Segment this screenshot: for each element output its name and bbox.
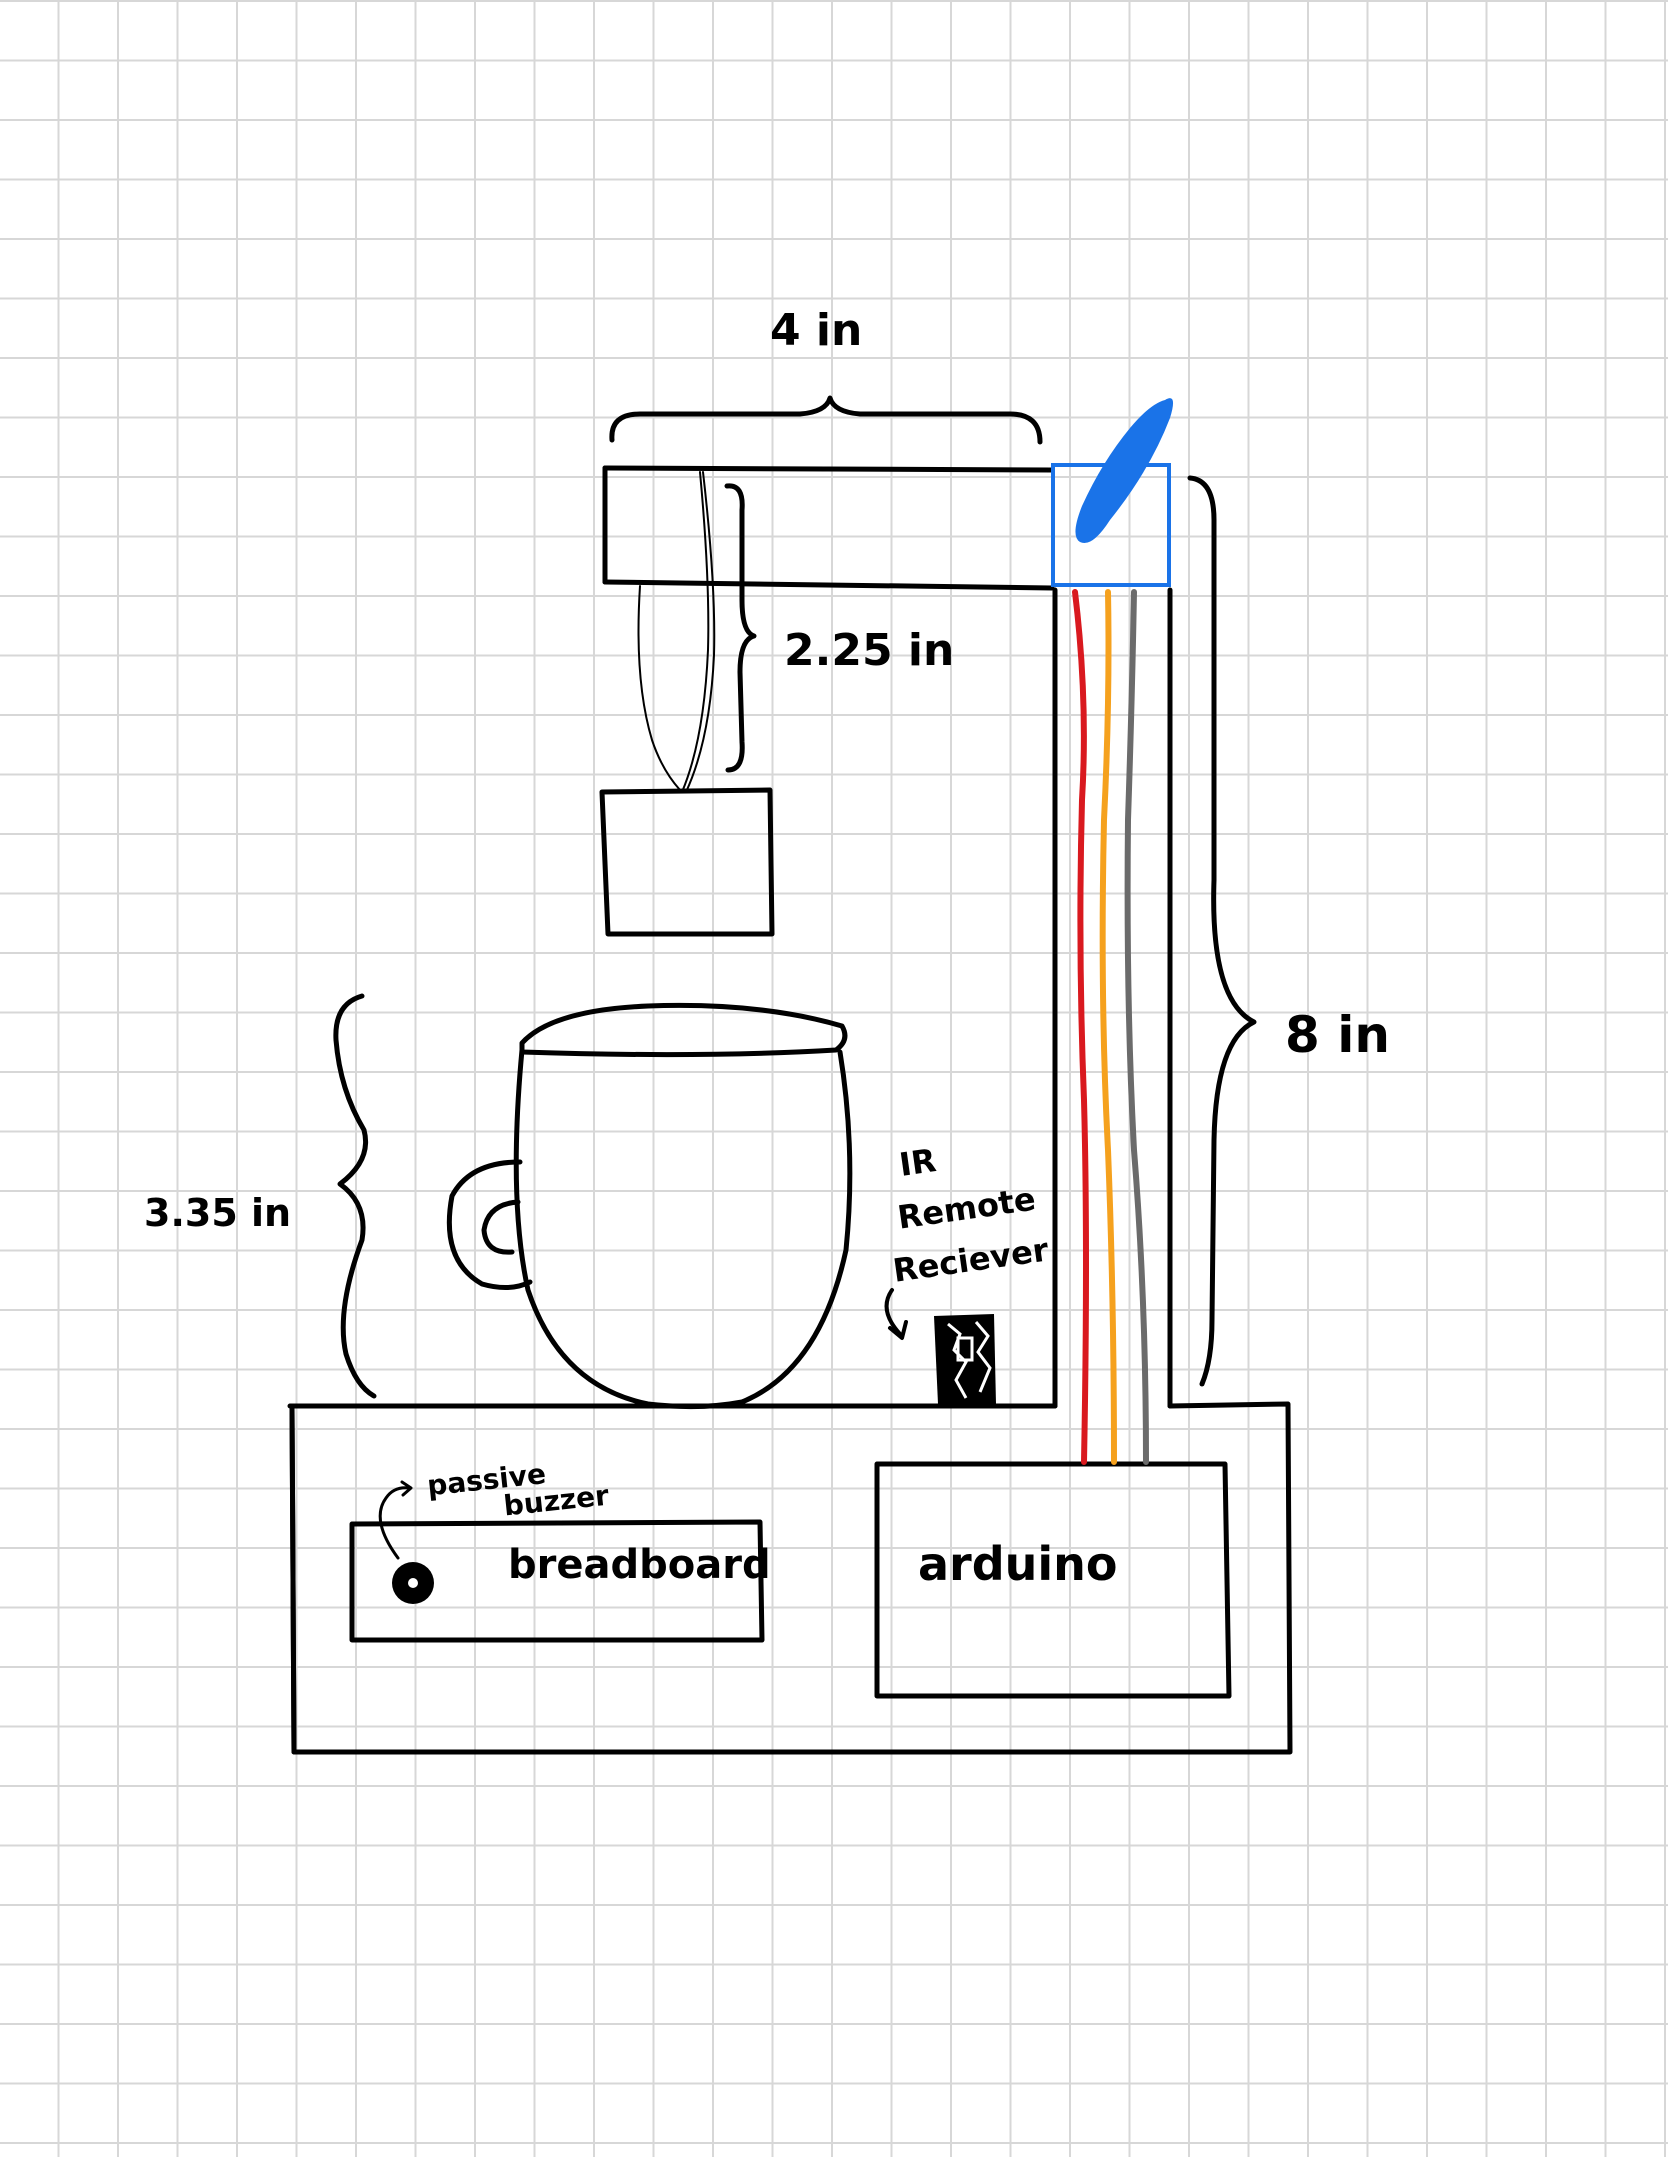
fan-motor (1051, 398, 1174, 587)
brace-top-width (609, 395, 1043, 445)
label-passive-buzzer: passive buzzer (426, 1457, 611, 1522)
tea-bag (599, 471, 775, 937)
brace-column-height (1187, 475, 1257, 1387)
column (1052, 587, 1173, 1409)
brace-arm-drop (724, 483, 757, 773)
breadboard (349, 1480, 765, 1643)
label-ir-line2: Remote (895, 1180, 1038, 1237)
label-column-height: 8 in (1285, 1006, 1390, 1064)
label-cup-height: 3.35 in (144, 1191, 291, 1235)
base-enclosure (287, 1401, 1293, 1755)
ir-receiver (884, 1288, 996, 1404)
orange-wire (1099, 589, 1117, 1465)
mug (446, 1002, 853, 1410)
red-wire (1072, 589, 1089, 1465)
label-arm-drop: 2.25 in (784, 625, 954, 676)
label-ir-receiver: IR Remote Reciever (891, 1141, 1051, 1290)
label-ir-line1: IR (897, 1141, 938, 1184)
brace-cup-height (333, 993, 377, 1399)
fan-icon (1075, 398, 1174, 544)
arduino-board (874, 1461, 1232, 1699)
gray-wire (1124, 589, 1149, 1465)
label-breadboard: breadboard (508, 1542, 771, 1588)
label-arduino: arduino (918, 1537, 1118, 1591)
top-arm (602, 465, 1055, 591)
label-ir-line3: Reciever (891, 1230, 1051, 1289)
wires (1072, 589, 1149, 1465)
label-top-width: 4 in (770, 305, 862, 356)
